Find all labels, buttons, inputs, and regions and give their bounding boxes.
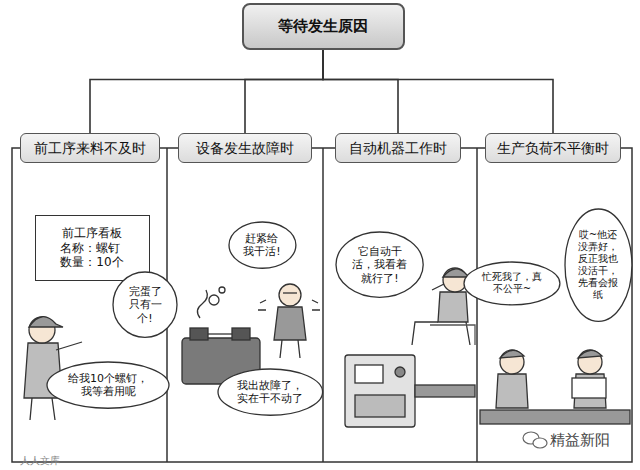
panel-frames — [12, 148, 632, 462]
node-text: 前工序来料不及时 — [34, 140, 146, 157]
node-text-group: 前工序看板名称：螺钉数量：10个 — [60, 226, 123, 269]
node-text-group: 完蛋了 只有一个! — [125, 285, 165, 325]
node-text: 完蛋了 只有一个! — [125, 285, 165, 325]
title-box: 等待发生原因 — [242, 3, 405, 50]
node-text: 名称：螺钉 — [60, 241, 123, 255]
node-text: 给我10个螺钉， 我等着用呢 — [68, 372, 148, 398]
category-box: 设备发生故障时 — [178, 133, 312, 163]
tree-connector — [323, 50, 398, 134]
kanban-board: 前工序看板名称：螺钉数量：10个 — [35, 215, 150, 281]
category-box: 生产负荷不平衡时 — [485, 133, 621, 163]
tree-connector — [323, 50, 553, 134]
node-text-group: 生产负荷不平衡时 — [497, 140, 609, 157]
node-text-group: 自动机器工作时 — [349, 140, 447, 157]
speech-bubble: 赶紧给 我干活! — [228, 221, 297, 269]
tree-connector — [90, 50, 323, 134]
category-box: 前工序来料不及时 — [20, 133, 160, 163]
node-text: 它自动干 活，我看着 就行了! — [352, 245, 408, 285]
node-text: 赶紧给 我干活! — [241, 232, 283, 258]
node-text-group: 赶紧给 我干活! — [241, 232, 283, 258]
node-text: 自动机器工作时 — [349, 140, 447, 157]
node-text-group: 前工序来料不及时 — [34, 140, 146, 157]
broken-machine — [182, 287, 260, 384]
node-text-group: 设备发生故障时 — [196, 140, 294, 157]
node-text: 忙死我了，真 不公平~ — [481, 271, 543, 295]
speech-bubble: 给我10个螺钉， 我等着用呢 — [46, 361, 170, 409]
conveyor-workers — [480, 350, 630, 424]
node-text-group: 我出故障了， 实在干不动了 — [236, 379, 304, 405]
node-text: 前工序看板 — [60, 226, 123, 240]
node-text: 数量：10个 — [60, 255, 123, 269]
speech-bubble: 它自动干 活，我看着 就行了! — [335, 231, 424, 298]
watermark: 精益新阳 — [550, 431, 610, 450]
node-text-group: 给我10个螺钉， 我等着用呢 — [68, 372, 148, 398]
title-text: 等待发生原因 — [278, 17, 368, 35]
node-text-group: 哎~他还 没弄好， 反正我也 没活干， 先看会报 纸 — [577, 229, 619, 301]
tree-connector — [245, 50, 323, 134]
node-text: 哎~他还 没弄好， 反正我也 没活干， 先看会报 纸 — [577, 229, 619, 301]
manager-figure — [258, 284, 320, 358]
speech-bubble: 我出故障了， 实在干不动了 — [217, 368, 324, 416]
node-text: 我出故障了， 实在干不动了 — [236, 379, 304, 405]
speech-bubble: 完蛋了 只有一个! — [112, 271, 178, 338]
node-text-group: 它自动干 活，我看着 就行了! — [352, 245, 408, 285]
node-text-group: 等待发生原因 — [278, 17, 368, 35]
category-box: 自动机器工作时 — [335, 133, 461, 163]
node-text: 设备发生故障时 — [196, 140, 294, 157]
speech-bubble: 哎~他还 没弄好， 反正我也 没活干， 先看会报 纸 — [564, 208, 633, 322]
wechat-icon — [523, 432, 547, 448]
node-text: 生产负荷不平衡时 — [497, 140, 609, 157]
watermark: 人人文库 — [20, 454, 60, 468]
node-text-group: 忙死我了，真 不公平~ — [481, 271, 543, 295]
automatic-machine — [345, 355, 475, 427]
speech-bubble: 忙死我了，真 不公平~ — [463, 261, 561, 306]
